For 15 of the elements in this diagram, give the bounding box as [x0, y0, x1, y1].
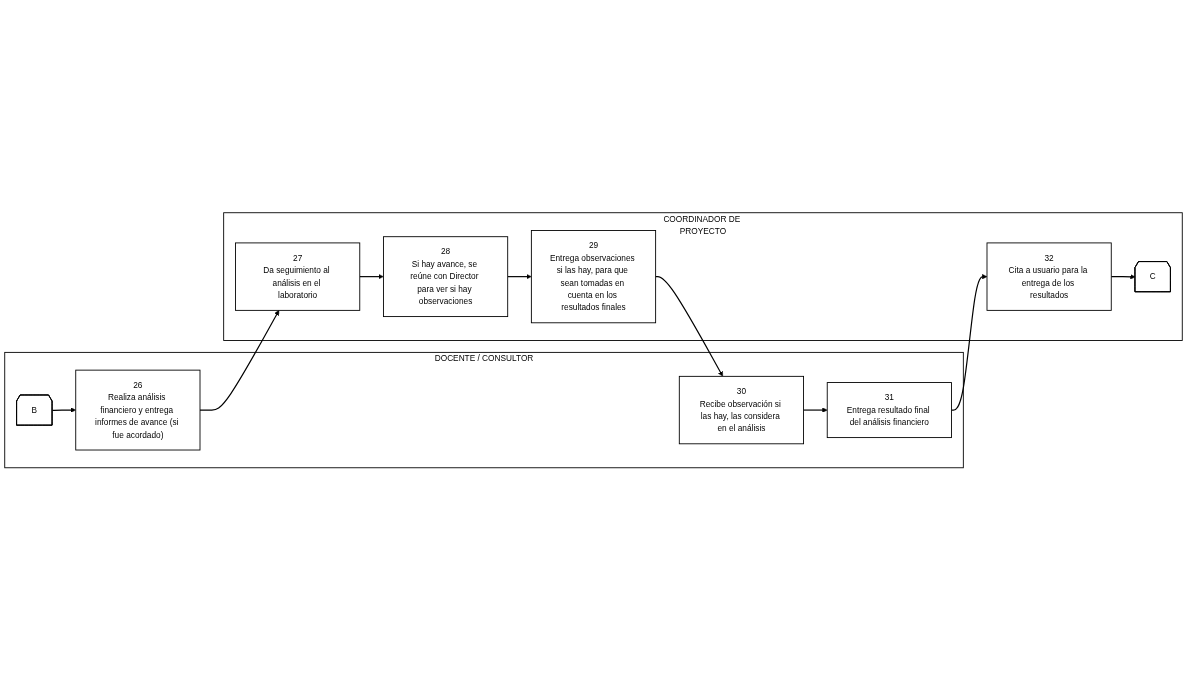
node-box: 32 Cita a usuario para la entrega de los resultados: [986, 242, 1112, 312]
arrow: [1110, 274, 1136, 280]
node-box: 30 Recibe observación si las hay, las considera en el análisis: [678, 376, 804, 445]
arrow: [359, 274, 384, 280]
arrow: [655, 276, 723, 377]
arrow: [199, 310, 280, 411]
node-box: 27 Da seguimiento al análisis en el laboratorio: [235, 242, 361, 312]
node-box: 31 Entrega resultado final del análisis financiero: [826, 382, 952, 439]
arrow: [950, 274, 988, 411]
arrow: [802, 407, 828, 413]
node-box: 29 Entrega observaciones si las hay, para que sean tomadas en cuenta en los resultados finales: [530, 230, 657, 324]
node-box: 26 Realiza análisis financiero y entrega informes de avance (si fue acordado): [75, 369, 201, 451]
node-box: 28 Si hay avance, se reúne con Director para ver si hay observaciones: [383, 236, 509, 318]
arrow: [51, 407, 76, 413]
arrow: [507, 274, 532, 280]
